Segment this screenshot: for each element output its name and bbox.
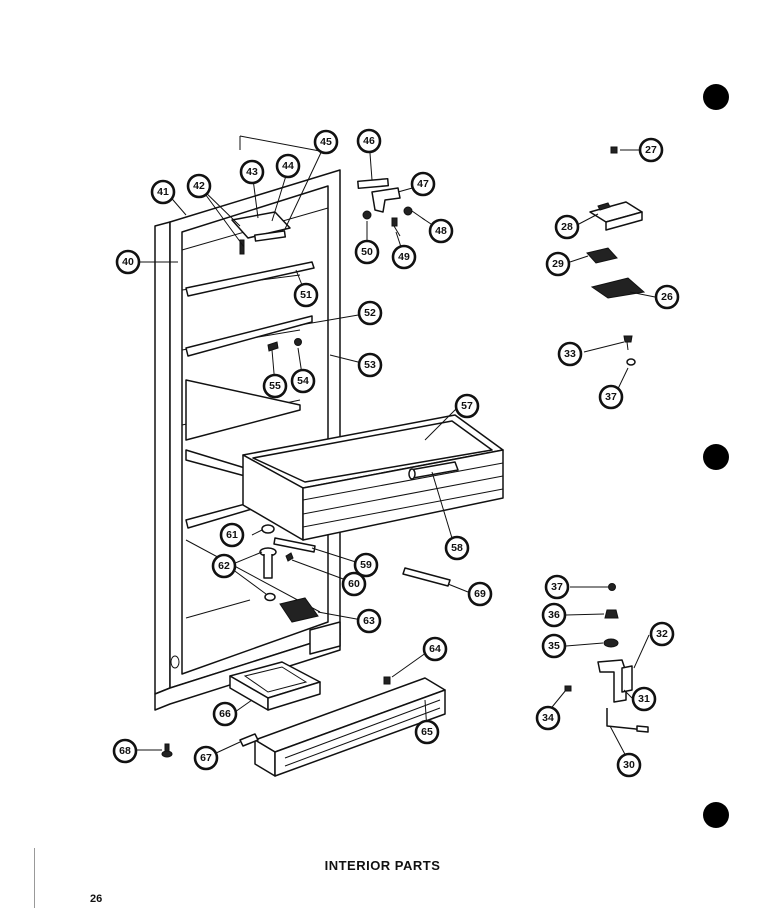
callout-53: 53 [357,352,383,378]
callout-label: 66 [219,708,231,720]
callout-label: 53 [364,359,376,371]
callout-59: 59 [353,552,379,578]
callout-51: 51 [293,282,319,308]
callout-label: 62 [218,560,230,572]
callout-69: 69 [467,581,493,607]
callout-57: 57 [454,393,480,419]
callout-label: 35 [548,640,560,652]
callout-46: 46 [356,128,382,154]
callout-50: 50 [354,239,380,265]
callout-32: 32 [649,621,675,647]
callout-64: 64 [422,636,448,662]
callout-label: 64 [429,643,441,655]
callout-36: 36 [541,602,567,628]
callout-37-lower: 37 [544,574,570,600]
callout-label: 51 [300,289,312,301]
callout-label: 29 [552,258,564,270]
callout-label: 43 [246,166,258,178]
callout-31: 31 [631,686,657,712]
diagram-caption: INTERIOR PARTS [324,858,441,873]
callout-35: 35 [541,633,567,659]
callout-62: 62 [211,553,237,579]
callout-47: 47 [410,171,436,197]
callout-33: 33 [557,341,583,367]
callout-29: 29 [545,251,571,277]
callout-label: 69 [474,588,486,600]
page-number: 26 [90,893,103,905]
callout-label: 47 [417,178,429,190]
callout-label: 42 [193,180,205,192]
callout-61: 61 [219,522,245,548]
callout-label: 57 [461,400,473,412]
small-parts [161,146,649,777]
binder-hole-middle [703,444,729,470]
callout-label: 49 [398,251,410,263]
callout-label: 46 [363,135,375,147]
callout-37-upper: 37 [598,384,624,410]
crisper-drawer [242,414,504,541]
callout-54: 54 [290,368,316,394]
callout-label: 61 [226,529,238,541]
callout-label: 63 [363,615,375,627]
callout-67: 67 [193,745,219,771]
callout-label: 34 [542,712,554,724]
callout-label: 26 [661,291,673,303]
callout-label: 44 [282,160,294,172]
callout-label: 36 [548,609,560,621]
callout-label: 52 [364,307,376,319]
callout-label: 28 [561,221,573,233]
callout-label: 27 [645,144,657,156]
callout-label: 65 [421,726,433,738]
callout-60: 60 [341,571,367,597]
callout-27: 27 [638,137,664,163]
callout-66: 66 [212,701,238,727]
callout-label: 59 [360,559,372,571]
callout-65: 65 [414,719,440,745]
callout-label: 45 [320,136,332,148]
callout-label: 68 [119,745,131,757]
callout-label: 41 [157,186,169,198]
margin-rule [34,848,35,908]
callout-43: 43 [239,159,265,185]
callout-68: 68 [112,738,138,764]
callout-label: 48 [435,225,447,237]
callout-48: 48 [428,218,454,244]
callout-label: 40 [122,256,134,268]
callout-label: 32 [656,628,668,640]
callout-49: 49 [391,244,417,270]
callout-44: 44 [275,153,301,179]
callout-34: 34 [535,705,561,731]
binder-hole-bottom [703,802,729,828]
callout-63: 63 [356,608,382,634]
callout-label: 30 [623,759,635,771]
callout-41: 41 [150,179,176,205]
callout-label: 33 [564,348,576,360]
callout-label: 37 [605,391,617,403]
callout-45: 45 [313,129,339,155]
callout-label: 60 [348,578,360,590]
callout-30: 30 [616,752,642,778]
callout-26: 26 [654,284,680,310]
callout-52: 52 [357,300,383,326]
callout-label: 67 [200,752,212,764]
callout-55: 55 [262,373,288,399]
callout-42: 42 [186,173,212,199]
callout-label: 31 [638,693,650,705]
callout-40: 40 [115,249,141,275]
callout-label: 55 [269,380,281,392]
callout-label: 50 [361,246,373,258]
binder-hole-top [703,84,729,110]
callout-label: 37 [551,581,563,593]
callout-28: 28 [554,214,580,240]
callout-58: 58 [444,535,470,561]
callout-label: 58 [451,542,463,554]
callout-label: 54 [297,375,309,387]
